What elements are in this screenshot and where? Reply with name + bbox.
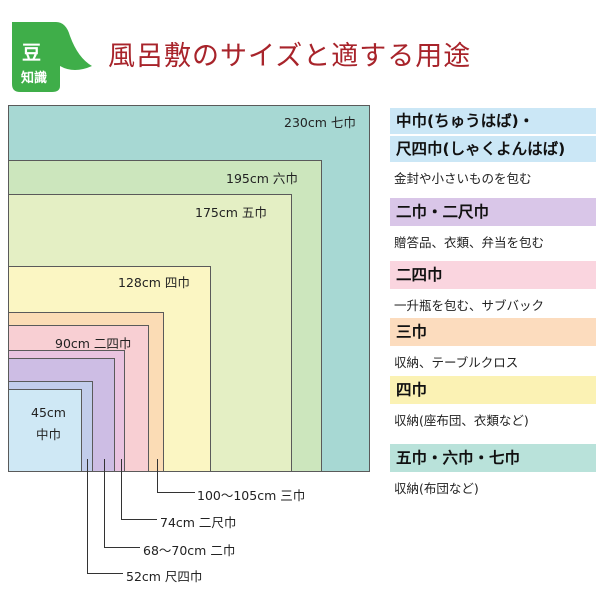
callout-52cm: 52cm 尺四巾 <box>126 569 203 584</box>
legend-heading-futahaba: 二巾・二尺巾 <box>390 198 596 226</box>
label-195cm: 195cm 六巾 <box>226 171 298 186</box>
legend-heading-text: 二巾・二尺巾 <box>396 203 490 221</box>
callout-74cm: 74cm 二尺巾 <box>160 515 237 530</box>
label-175cm: 175cm 五巾 <box>195 205 267 220</box>
label-90cm: 90cm 二四巾 <box>55 336 132 351</box>
legend-heading-text: 二四巾 <box>396 266 443 284</box>
legend-desc-chuhaba: 金封や小さいものを包む <box>394 171 532 186</box>
legend-desc-itsuhaba: 収納(布団など) <box>394 481 479 496</box>
legend-heading-itsuhaba: 五巾・六巾・七巾 <box>390 444 596 472</box>
leader-line-74cm <box>121 459 122 519</box>
badge-shape <box>12 22 92 92</box>
legend-desc-nishihaba: 一升瓶を包む、サブバック <box>394 298 545 313</box>
badge-label-mame: 豆 <box>22 42 42 64</box>
legend-desc-mihaba: 収納、テーブルクロス <box>394 355 519 370</box>
legend-heading-text: 中巾(ちゅうはば)・ <box>396 112 535 130</box>
label-45cm-name: 中巾 <box>36 427 62 442</box>
leader-line-68cm-h <box>104 547 140 548</box>
badge-label-chishiki: 知識 <box>21 71 48 86</box>
leader-line-52cm-h <box>87 573 123 574</box>
legend-heading-text: 五巾・六巾・七巾 <box>396 449 521 467</box>
legend-heading-nishihaba: 二四巾 <box>390 261 596 289</box>
legend-heading-chuhaba: 中巾(ちゅうはば)・ <box>390 108 596 134</box>
leader-line-100cm-h <box>157 492 195 493</box>
mame-chishiki-badge: 豆 知識 <box>8 16 94 94</box>
legend-heading-text: 四巾 <box>396 381 428 399</box>
leader-line-100cm <box>157 459 158 492</box>
callout-68cm: 68〜70cm 二巾 <box>143 543 236 558</box>
label-128cm: 128cm 四巾 <box>118 275 190 290</box>
leader-line-52cm <box>87 459 88 573</box>
leader-line-68cm <box>104 459 105 547</box>
legend-heading-mihaba: 三巾 <box>390 318 596 346</box>
legend-heading-yohaba: 四巾 <box>390 376 596 404</box>
legend-desc-yohaba: 収納(座布団、衣類など) <box>394 413 529 428</box>
leader-line-74cm-h <box>121 519 157 520</box>
page-title: 風呂敷のサイズと適する用途 <box>108 41 472 72</box>
legend-heading-shakushihaba: 尺四巾(しゃくよんはば) <box>390 136 596 162</box>
label-230cm: 230cm 七巾 <box>284 115 356 130</box>
legend-desc-futahaba: 贈答品、衣類、弁当を包む <box>394 235 545 250</box>
label-45cm: 45cm <box>31 405 66 420</box>
callout-100cm: 100〜105cm 三巾 <box>197 488 306 503</box>
square-45cm-chuhaba <box>8 389 82 472</box>
legend-heading-text: 三巾 <box>396 323 428 341</box>
legend-heading-text: 尺四巾(しゃくよんはば) <box>396 140 566 158</box>
